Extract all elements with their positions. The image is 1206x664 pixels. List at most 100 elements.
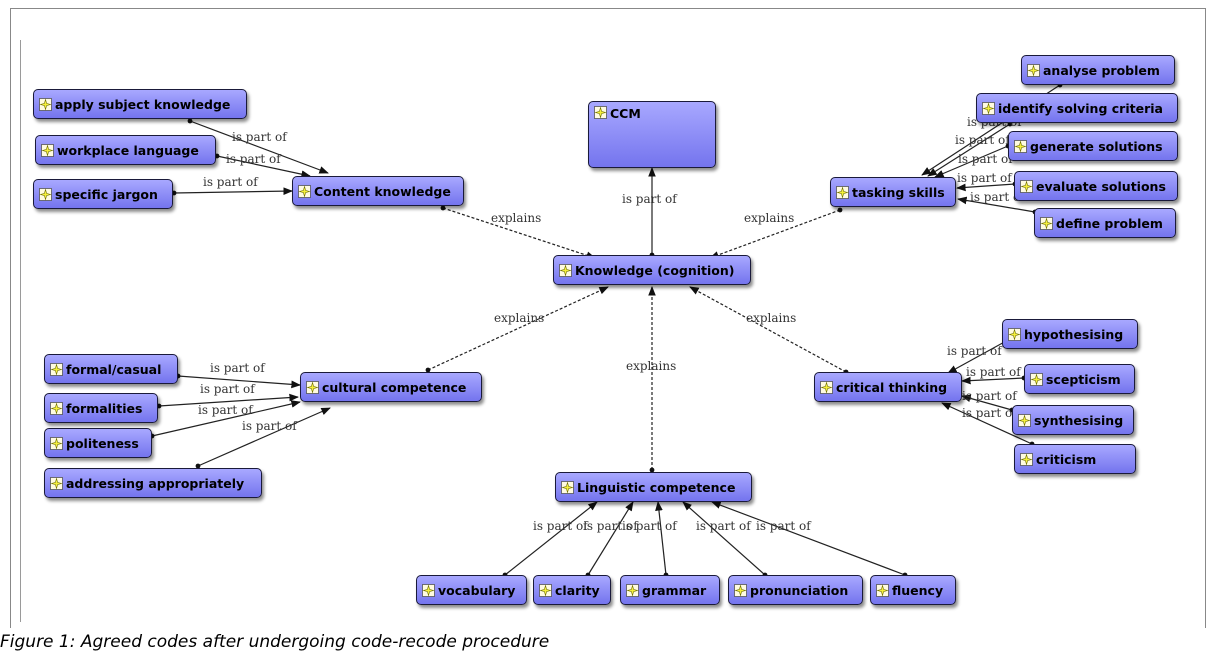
node-scepticism[interactable]: scepticism [1024,364,1135,394]
node-generate-solutions[interactable]: generate solutions [1008,131,1178,161]
label-linguistic-knowledge: explains [626,359,676,373]
code-icon [422,583,435,597]
edge-grammar-linguistic [655,501,669,578]
node-label: tasking skills [852,184,945,200]
node-label: criticism [1036,451,1097,467]
label-pronunciation-linguistic: is part of [696,519,752,533]
node-clarity[interactable]: clarity [533,575,611,605]
edge-evaluate-tasking [956,181,1018,192]
figure-inner-border [20,40,21,622]
label-grammar-linguistic: is part of [622,519,678,533]
edge-pronunciation-linguistic [682,501,768,578]
label-vocabulary-linguistic: is part of [533,519,589,533]
node-label: pronunciation [750,582,849,598]
code-icon [559,263,572,277]
code-icon [876,583,889,597]
label-tasking-knowledge: explains [744,211,794,225]
node-label: synthesising [1034,412,1124,428]
node-apply-subject-knowledge[interactable]: apply subject knowledge [33,89,247,119]
label-critical-knowledge: explains [746,311,796,325]
node-vocabulary[interactable]: vocabulary [416,575,527,605]
code-icon [734,583,747,597]
label-define-tasking: is part of [970,190,1026,204]
node-define-problem[interactable]: define problem [1034,208,1176,238]
node-formal-casual[interactable]: formal/casual [44,354,178,384]
code-icon [1027,63,1040,77]
label-scepticism-critical: is part of [966,365,1022,379]
node-ccm[interactable]: CCM [588,101,716,168]
node-identify-solving-criteria[interactable]: identify solving criteria [976,93,1178,123]
node-knowledge[interactable]: Knowledge (cognition) [553,255,751,285]
node-formalities[interactable]: formalities [44,393,158,423]
node-cultural-competence[interactable]: cultural competence [300,372,482,402]
code-icon [50,476,63,490]
code-icon [41,143,54,157]
node-label: clarity [555,582,600,598]
node-label: politeness [66,435,139,451]
code-icon [539,583,552,597]
edge-hypothesising-critical [947,337,1011,374]
node-hypothesising[interactable]: hypothesising [1002,319,1138,349]
node-politeness[interactable]: politeness [44,428,152,458]
node-criticism[interactable]: criticism [1014,444,1136,474]
node-grammar[interactable]: grammar [620,575,720,605]
edge-addressing-cultural [195,407,331,469]
edge-content-knowledge [440,205,596,259]
node-label: hypothesising [1024,326,1124,342]
label-generate-tasking: is part of [958,152,1014,166]
code-icon [982,101,995,115]
node-label: scepticism [1046,371,1121,387]
node-label: define problem [1056,215,1163,231]
label-cultural-knowledge: explains [494,311,544,325]
code-icon [1030,372,1043,386]
edge-workplace-content [214,153,311,178]
node-label: Content knowledge [314,183,451,199]
code-icon [39,97,52,111]
node-label: formalities [66,400,143,416]
node-linguistic-competence[interactable]: Linguistic competence [555,472,752,502]
node-content-knowledge[interactable]: Content knowledge [292,176,464,206]
edge-formal-cultural [175,373,301,389]
label-content-knowledge: explains [491,211,541,225]
code-icon [306,380,319,394]
node-label: critical thinking [836,379,948,395]
node-addressing-appropriately[interactable]: addressing appropriately [44,468,262,498]
code-icon [1040,216,1053,230]
code-icon [298,184,311,198]
node-label: grammar [642,582,707,598]
code-icon [50,436,63,450]
node-label: evaluate solutions [1036,178,1166,194]
node-label: vocabulary [438,582,516,598]
node-fluency[interactable]: fluency [870,575,956,605]
label-synthesising-critical: is part of [962,389,1018,403]
node-label: Knowledge (cognition) [575,262,735,278]
node-critical-thinking[interactable]: critical thinking [814,372,962,402]
node-synthesising[interactable]: synthesising [1012,405,1134,435]
label-jargon-content: is part of [203,175,259,189]
edge-cultural-knowledge [425,286,609,373]
label-fluency-linguistic: is part of [756,519,812,533]
node-label: specific jargon [55,186,158,202]
node-label: CCM [610,106,641,121]
node-workplace-language[interactable]: workplace language [35,135,216,165]
code-icon [50,401,63,415]
node-tasking-skills[interactable]: tasking skills [830,177,956,207]
label-formalities-cultural: is part of [200,382,256,396]
node-specific-jargon[interactable]: specific jargon [33,179,173,209]
code-icon [50,362,63,376]
edge-define-tasking [957,196,1038,215]
code-icon [561,480,574,494]
label-politeness-cultural: is part of [198,403,254,417]
edge-vocabulary-linguistic [502,501,598,578]
node-label: generate solutions [1030,138,1163,154]
label-hypothesising-critical: is part of [947,344,1003,358]
label-addressing-cultural: is part of [242,419,298,433]
label-criticism-critical: is part of [962,406,1018,420]
node-analyse-problem[interactable]: analyse problem [1021,55,1175,85]
node-pronunciation[interactable]: pronunciation [728,575,863,605]
code-icon [594,106,607,119]
node-label: fluency [892,582,944,598]
label-identify-tasking: is part of [955,133,1011,147]
code-icon [836,185,849,199]
node-evaluate-solutions[interactable]: evaluate solutions [1014,171,1178,201]
